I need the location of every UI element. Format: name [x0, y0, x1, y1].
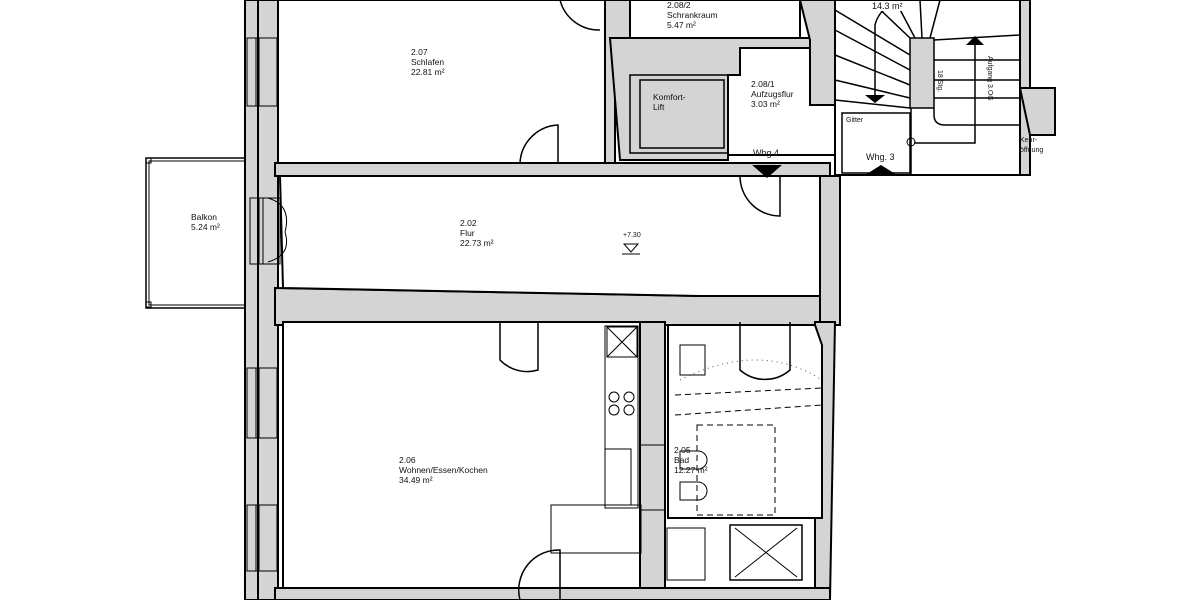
staircase[interactable]	[834, 0, 1021, 175]
kehroeffnung-label: Kehr-öffnung	[1020, 137, 1044, 154]
stair-steps-label: 18 Stg.	[936, 70, 943, 93]
level-label: +7.30	[623, 232, 641, 239]
windows-left	[246, 37, 281, 572]
stair-direction-label: Aufgang 3.OG	[986, 56, 993, 101]
lift-label: Komfort-Lift	[653, 92, 686, 112]
lift-shaft[interactable]	[629, 74, 729, 154]
level-marker-icon	[622, 243, 640, 255]
gitter-label: Gitter	[846, 117, 864, 124]
apartment-4-label: Whg.4	[753, 148, 780, 158]
interior-walls	[274, 0, 1056, 600]
doors	[267, 0, 791, 600]
exterior-wall-left	[244, 0, 279, 600]
bathroom-fixtures	[666, 344, 823, 581]
kitchen	[550, 325, 666, 554]
whg4-marker	[752, 165, 782, 178]
balcony	[145, 157, 247, 309]
stair-area-label: 14.3 m²	[870, 1, 905, 11]
apartment-3-label: Whg. 3	[866, 152, 895, 162]
